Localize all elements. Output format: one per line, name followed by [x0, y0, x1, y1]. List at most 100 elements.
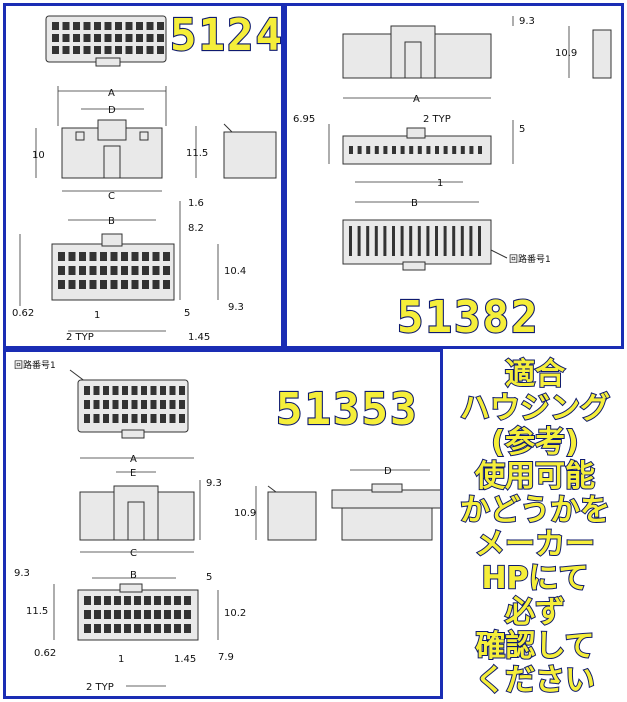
pin-cavity [392, 146, 396, 154]
drawing-51242: A D 10 C 11.5 B [12, 9, 284, 343]
pin-cavity [152, 266, 160, 275]
dim-1: 1 [118, 654, 124, 665]
note-line-7: HPにて [481, 561, 588, 596]
pin-cavity [131, 386, 138, 395]
note-line-9: 確認して [475, 629, 594, 664]
part-number-51382: 51382 [397, 292, 539, 343]
note-line-3: (参考) [491, 425, 578, 460]
dim-9-3: 9.3 [519, 16, 535, 27]
pin-cavity [104, 610, 111, 619]
part-number-51242: 51242 [170, 10, 284, 61]
pin-cavity [100, 280, 107, 289]
dim-10-4: 10.4 [224, 266, 246, 277]
dim-c: C [108, 191, 115, 202]
pin-cavity [73, 46, 80, 54]
pin-cavity [112, 400, 119, 409]
dim-d: D [384, 466, 392, 477]
pin-cavity [68, 280, 76, 289]
pin-cavity [58, 266, 65, 275]
pin-cavity [469, 226, 473, 256]
dim-a: A [108, 88, 115, 99]
pin-cavity [125, 46, 133, 54]
pin-cavity [115, 34, 122, 42]
pin-cavity [179, 400, 185, 409]
dim-2typ: 2 TYP [423, 114, 451, 125]
pin-cavity [144, 624, 151, 633]
pin-cavity [146, 46, 154, 54]
front-view-51242: A D 10 C [32, 86, 167, 202]
pin-cavity [179, 386, 185, 395]
drawing-51353: 回路番号1 51353 A E 9.3 C 10.9 D [14, 359, 440, 693]
side-view-51242: 11.5 [186, 123, 277, 179]
pin-cavity [174, 596, 181, 605]
pin-cavity [94, 610, 101, 619]
pin-cavity [136, 22, 143, 30]
circuit-label-51353: 回路番号1 [14, 359, 56, 371]
top-view-51382: 9.3 10.9 [342, 16, 612, 79]
pin-cavity [141, 414, 147, 423]
dim-9-3: 9.3 [228, 302, 244, 313]
dim-b: B [411, 198, 418, 209]
pin-cavity [174, 610, 181, 619]
pin-cavity [443, 226, 447, 256]
pin-cavity [478, 226, 481, 256]
pin-cavity [94, 34, 101, 42]
pin-cavity [131, 400, 138, 409]
compat-note: 適合 ハウジング (参考) 使用可能 かどうかを メーカー HPにて 必ず 確認… [446, 350, 624, 700]
pin-cavity [52, 22, 59, 30]
pin-cavity [83, 46, 91, 54]
dim-10: 10 [32, 150, 45, 161]
pin-cavity [115, 22, 122, 30]
pin-cavity [79, 266, 86, 275]
pin-cavity [62, 34, 70, 42]
pin-cavity [84, 414, 90, 423]
pin-cavity [100, 266, 107, 275]
pin-cavity [114, 624, 121, 633]
pin-cavity [58, 252, 65, 261]
pin-cavity [104, 22, 112, 30]
bottom-view-51242: B 10.4 1.6 8.2 0.62 1 5 9.3 2 TYP 1.45 [12, 198, 246, 343]
pin-cavity [124, 610, 131, 619]
dim-1: 1 [437, 178, 443, 189]
pin-cavity [94, 22, 101, 30]
pin-cavity [84, 596, 91, 605]
pin-cavity [52, 46, 59, 54]
note-line-6: メーカー [475, 527, 595, 562]
pin-cavity [84, 624, 91, 633]
pin-cavity [426, 146, 431, 154]
pin-cavity [121, 266, 128, 275]
pin-cavity [154, 624, 161, 633]
pin-cavity [179, 414, 185, 423]
pin-cavity [366, 226, 370, 256]
pin-cavity [478, 146, 482, 154]
pin-cavity [62, 46, 70, 54]
pin-cavity [73, 34, 80, 42]
pin-cavity [142, 266, 149, 275]
pin-cavity [122, 386, 128, 395]
dim-5: 5 [206, 572, 212, 583]
pin-cavity [134, 610, 141, 619]
part-number-51353: 51353 [276, 384, 418, 435]
pin-cavity [417, 146, 422, 154]
pin-cavity [357, 146, 362, 154]
pin-cavity [89, 252, 97, 261]
pin-cavity [93, 386, 100, 395]
pin-cavity [84, 386, 90, 395]
pin-cavity [163, 280, 170, 289]
pin-cavity [83, 22, 91, 30]
panel-51353: 回路番号1 51353 A E 9.3 C 10.9 D [3, 349, 443, 699]
pin-cavity [110, 252, 118, 261]
pin-cavity [131, 252, 139, 261]
pin-cavity [150, 400, 157, 409]
pin-cavity [184, 624, 191, 633]
pin-cavity [164, 624, 171, 633]
pin-cavity [89, 280, 97, 289]
dim-e: E [130, 468, 136, 479]
dim-11-5: 11.5 [186, 148, 208, 159]
dim-9-3: 9.3 [206, 478, 222, 489]
panel-51382: 9.3 10.9 A 6.95 2 TYP 5 1 B 回路番号1 [284, 3, 624, 349]
pin-cavity [93, 414, 100, 423]
pin-cavity [184, 610, 191, 619]
pin-cavity [114, 610, 121, 619]
pin-cavity [84, 400, 90, 409]
